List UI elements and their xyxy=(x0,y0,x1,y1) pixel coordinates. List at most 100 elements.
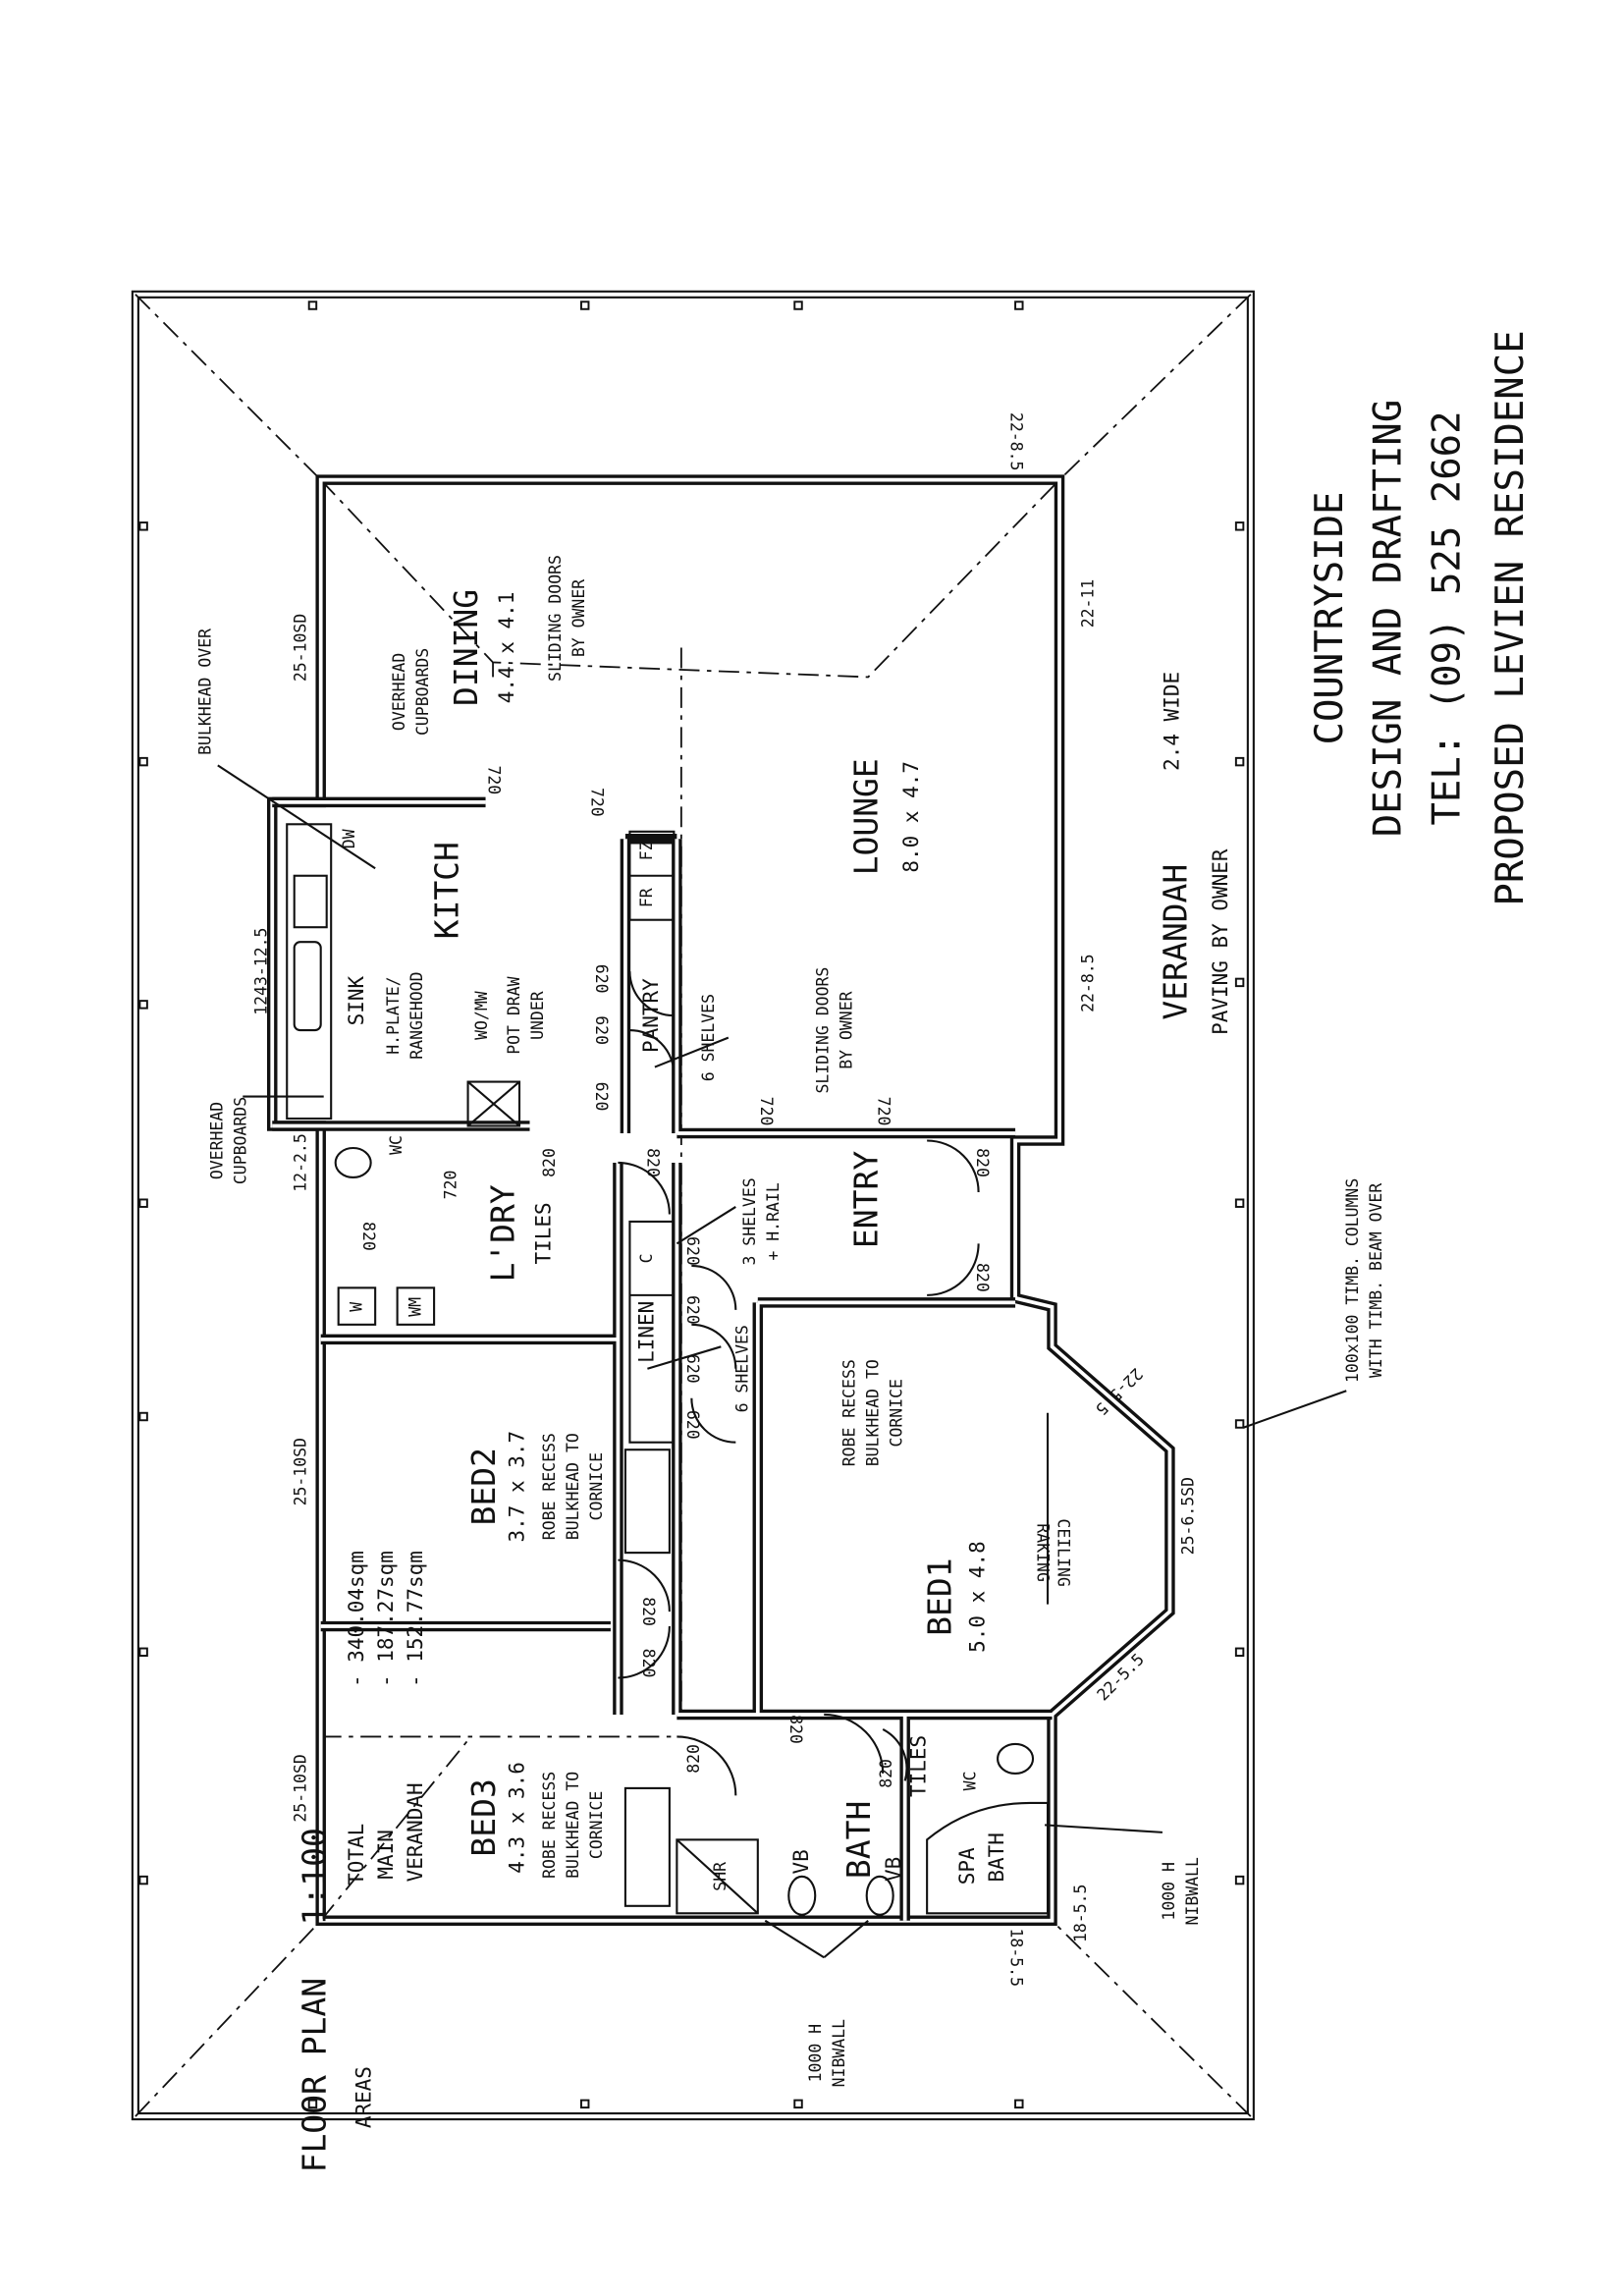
note-columns-1: 100x100 TIMB. COLUMNS xyxy=(1343,1178,1362,1383)
dim-label: 820 xyxy=(639,1649,658,1678)
dim-label: 820 xyxy=(540,1148,559,1177)
dim-label: 720 xyxy=(875,1097,893,1126)
note-overhead-1: OVERHEAD xyxy=(390,653,408,731)
dim-label: 620 xyxy=(683,1236,702,1266)
dim-label: 22-11 xyxy=(1078,579,1097,629)
note-sliding-1: SLIDING DOORS xyxy=(546,555,565,682)
note-six-shelves-linen: 6 SHELVES xyxy=(732,1325,751,1412)
note-womw: WO/MW xyxy=(472,991,491,1040)
room-bed1-size: 5.0 x 4.8 xyxy=(966,1541,990,1653)
dim-label: 720 xyxy=(587,788,606,817)
dim-label: 18-5.5 xyxy=(1071,1885,1090,1943)
room-laundry-label: L'DRY xyxy=(484,1184,522,1282)
note-fr: FR xyxy=(637,888,656,907)
room-dining-size: 4.4 x 4.1 xyxy=(495,592,518,704)
robe-note-line: ROBE RECESS xyxy=(540,1433,559,1540)
note-sink: SINK xyxy=(345,976,368,1026)
dim-label: 820 xyxy=(359,1222,378,1251)
note-nib-a2: NIBWALL xyxy=(1183,1857,1202,1925)
dim-label: 22-8.5 xyxy=(1078,954,1097,1012)
note-dw: DW xyxy=(340,829,358,848)
note-bulkhead-over: BULKHEAD OVER xyxy=(195,629,214,755)
area-main-value: - 187.27sqm xyxy=(374,1551,398,1687)
verandah-inner-outline xyxy=(136,296,1249,2115)
dim-label: 820 xyxy=(684,1744,703,1774)
company-name: COUNTRYSIDE xyxy=(1308,491,1352,744)
note-sliding-2: BY OWNER xyxy=(569,579,588,657)
verandah-width: 2.4 WIDE xyxy=(1160,672,1183,771)
note-hplate-1: H.PLATE/ xyxy=(384,976,403,1054)
note-spa-2: BATH xyxy=(985,1832,1008,1883)
note-vb-1: VB xyxy=(789,1849,813,1874)
dim-label: 18-5.5 xyxy=(1007,1929,1026,1988)
note-nib-b1: 1000 H xyxy=(806,2024,825,2083)
dim-label: 12-2.5 xyxy=(292,1133,310,1191)
note-spa-1: SPA xyxy=(955,1847,979,1885)
dim-label: 25-10SD xyxy=(292,614,310,682)
verandah-paving: PAVING BY OWNER xyxy=(1209,848,1232,1035)
robe-note-bed2: ROBE RECESS BULKHEAD TO CORNICE xyxy=(540,1433,606,1540)
note-three-shelves-1: 3 SHELVES xyxy=(740,1177,759,1265)
note-nib-a1: 1000 H xyxy=(1160,1862,1178,1921)
note-vb-2: VB xyxy=(882,1857,905,1882)
verandah-outline xyxy=(131,290,1255,2121)
note-sliding-b2: BY OWNER xyxy=(838,991,856,1068)
robe-note-bed1: ROBE RECESS BULKHEAD TO CORNICE xyxy=(840,1359,906,1466)
note-shr: SHR xyxy=(711,1862,730,1891)
room-bed3-size: 4.3 x 3.6 xyxy=(506,1762,529,1874)
room-bed2-size: 3.7 x 3.7 xyxy=(506,1431,529,1543)
dim-label: 25-10SD xyxy=(292,1438,310,1505)
window-door-codes: 25-10SD 25-10SD 25-10SD 22-8.5 22-8.5 22… xyxy=(251,412,1197,1987)
room-bath-label: BATH xyxy=(839,1801,878,1879)
dim-label: 820 xyxy=(877,1759,895,1788)
project-title: PROPOSED LEVIEN RESIDENCE xyxy=(1488,330,1533,905)
dim-label: 820 xyxy=(643,1148,662,1177)
dim-label: 620 xyxy=(683,1295,702,1325)
room-bed1-label: BED1 xyxy=(921,1558,959,1635)
walls xyxy=(267,474,1175,1927)
note-wc-bath: WC xyxy=(961,1771,980,1790)
note-nib-b2: NIBWALL xyxy=(830,2019,848,2087)
room-lounge-size: 8.0 x 4.7 xyxy=(899,761,923,873)
note-c: C xyxy=(637,1253,656,1263)
robe-note-line: ROBE RECESS xyxy=(840,1359,859,1466)
room-lounge-label: LOUNGE xyxy=(847,758,886,875)
fixtures xyxy=(217,764,1347,1959)
note-overhead-b1: OVERHEAD xyxy=(207,1102,226,1179)
dim-label: 620 xyxy=(683,1410,702,1440)
dim-label: 620 xyxy=(683,1354,702,1384)
robe-note-line: CORNICE xyxy=(587,1791,606,1859)
room-kitchen-label: KITCH xyxy=(428,842,466,939)
robe-note-line: BULKHEAD TO xyxy=(564,1433,582,1540)
dim-label: 820 xyxy=(639,1597,658,1626)
dim-label: 720 xyxy=(485,765,504,794)
note-fz: FZ xyxy=(637,841,656,860)
room-bed3-label: BED3 xyxy=(464,1778,503,1856)
note-hplate-2: RANGEHOOD xyxy=(407,971,426,1059)
dim-label: 820 xyxy=(973,1263,992,1292)
note-three-shelves-2: + H.RAIL xyxy=(764,1182,783,1260)
company-name-2: DESIGN AND DRAFTING xyxy=(1367,400,1411,838)
room-laundry-floor: TILES xyxy=(531,1202,555,1264)
note-raking-2: CEILING xyxy=(1055,1518,1073,1586)
area-total-name: TOTAL xyxy=(345,1824,368,1886)
areas-label: AREAS xyxy=(352,2066,376,2128)
dim-label: 620 xyxy=(592,1015,611,1045)
note-w: W xyxy=(348,1302,366,1312)
dim-label: 22-8.5 xyxy=(1007,412,1026,470)
room-bed2-label: BED2 xyxy=(464,1448,503,1525)
dim-label: 620 xyxy=(592,964,611,994)
area-verandah-value: - 152.77sqm xyxy=(404,1551,427,1687)
verandah-posts xyxy=(138,301,1245,2109)
area-verandah-name: VERANDAH xyxy=(404,1782,427,1882)
plan-title: FLOOR PLAN xyxy=(296,1978,334,2173)
note-raking-1: RAKING xyxy=(1034,1523,1053,1581)
note-wc-laundry: WC xyxy=(387,1135,406,1155)
robe-note-line: ROBE RECESS xyxy=(540,1772,559,1879)
note-wm: WM xyxy=(406,1297,425,1317)
area-main-name: MAIN xyxy=(374,1830,398,1880)
robe-note-bed3: ROBE RECESS BULKHEAD TO CORNICE xyxy=(540,1772,606,1879)
pantry-label: PANTRY xyxy=(639,978,663,1053)
verandah-label: VERANDAH xyxy=(1156,864,1194,1020)
